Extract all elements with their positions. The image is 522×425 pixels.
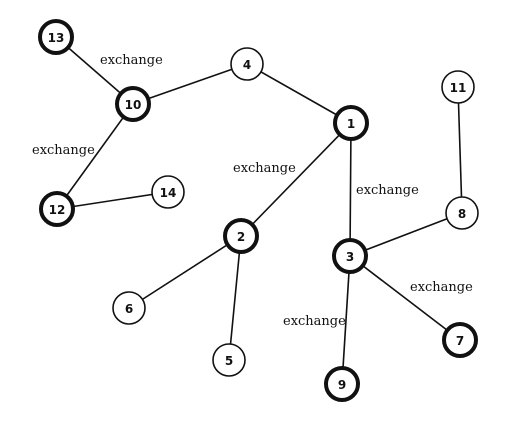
node-3: 3 bbox=[332, 238, 368, 274]
node-14: 14 bbox=[151, 175, 185, 209]
node-circle-12 bbox=[39, 191, 75, 227]
node-circle-10 bbox=[115, 86, 151, 122]
edge-3-9 bbox=[341, 255, 351, 385]
edge-labels-layer: exchange exchange exchange exchange exchange… bbox=[32, 53, 473, 329]
node-label-5: 5 bbox=[225, 354, 233, 368]
node-8: 8 bbox=[445, 196, 479, 230]
node-7: 7 bbox=[442, 322, 478, 358]
edge-1-2 bbox=[240, 122, 352, 237]
edge-2-6 bbox=[128, 235, 242, 309]
node-label-13: 13 bbox=[48, 31, 65, 45]
node-circle-14 bbox=[151, 175, 185, 209]
node-circle-1 bbox=[333, 105, 369, 141]
node-1: 1 bbox=[333, 105, 369, 141]
node-circle-4 bbox=[230, 47, 264, 81]
node-label-10: 10 bbox=[125, 98, 142, 112]
node-circle-6 bbox=[112, 291, 146, 325]
node-circle-8 bbox=[445, 196, 479, 230]
node-label-4: 4 bbox=[243, 58, 251, 72]
edges-layer bbox=[55, 36, 463, 385]
edge-1-3 bbox=[349, 122, 352, 257]
node-label-1: 1 bbox=[347, 117, 355, 131]
node-9: 9 bbox=[324, 366, 360, 402]
node-circle-13 bbox=[38, 19, 74, 55]
node-circle-9 bbox=[324, 366, 360, 402]
node-label-11: 11 bbox=[450, 81, 467, 95]
node-label-8: 8 bbox=[458, 207, 466, 221]
node-6: 6 bbox=[112, 291, 146, 325]
node-11: 11 bbox=[441, 70, 475, 104]
edge-11-8 bbox=[457, 86, 463, 214]
node-label-12: 12 bbox=[49, 203, 66, 217]
node-circle-5 bbox=[212, 343, 246, 377]
edge-12-14 bbox=[56, 191, 169, 210]
edge-label-1-3: exchange bbox=[356, 183, 419, 198]
node-4: 4 bbox=[230, 47, 264, 81]
node-label-7: 7 bbox=[456, 334, 464, 348]
edge-label-3-9: exchange bbox=[283, 314, 346, 329]
node-label-2: 2 bbox=[237, 230, 245, 244]
edge-2-5 bbox=[228, 235, 242, 361]
edge-3-7 bbox=[349, 255, 461, 341]
node-12: 12 bbox=[39, 191, 75, 227]
node-circle-2 bbox=[223, 218, 259, 254]
node-13: 13 bbox=[38, 19, 74, 55]
edge-4-1 bbox=[246, 63, 352, 124]
node-circle-3 bbox=[332, 238, 368, 274]
node-label-6: 6 bbox=[125, 302, 133, 316]
edge-10-12 bbox=[56, 103, 134, 210]
node-circle-11 bbox=[441, 70, 475, 104]
edge-label-10-12: exchange bbox=[32, 143, 95, 158]
node-label-9: 9 bbox=[338, 378, 346, 392]
edge-8-3 bbox=[349, 212, 463, 257]
edge-label-3-7: exchange bbox=[410, 280, 473, 295]
node-label-3: 3 bbox=[346, 250, 354, 264]
edge-label-1-2: exchange bbox=[233, 161, 296, 176]
node-label-14: 14 bbox=[160, 186, 177, 200]
edge-10-4 bbox=[132, 63, 248, 105]
edge-label-13-10: exchange bbox=[100, 53, 163, 68]
node-5: 5 bbox=[212, 343, 246, 377]
node-2: 2 bbox=[223, 218, 259, 254]
node-circle-7 bbox=[442, 322, 478, 358]
node-10: 10 bbox=[115, 86, 151, 122]
